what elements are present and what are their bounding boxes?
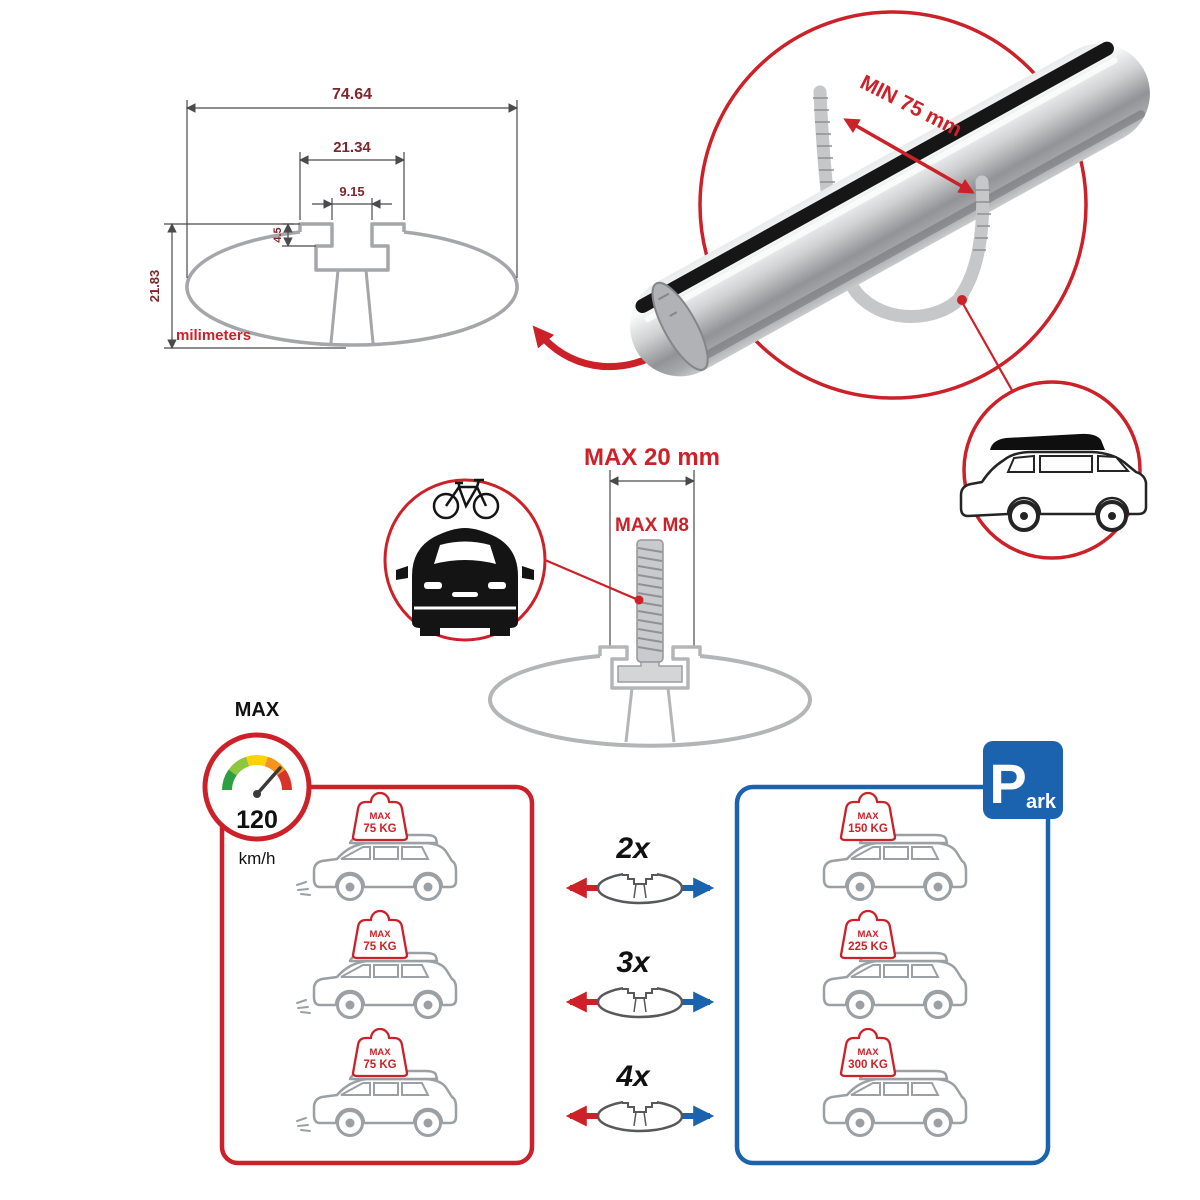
park-sign-suffix: ark [1026,791,1057,813]
dim-slot-inner-label: 9.15 [339,184,364,199]
car-bicycle-circle [383,478,644,642]
dimension-lines [164,100,518,349]
load-badge: MAX 75 KG [351,791,409,842]
max-bolt-length-label: MAX 20 mm [584,444,720,471]
crossbar-detail-circle: MIN 75 mm [630,10,1150,400]
u-bolt-clamp-front [953,175,990,304]
multiplier-label: 4x [615,1060,651,1093]
bar-end-cross-section [651,281,709,371]
bar-count-rows: 2x 3x 4x [570,832,710,1131]
u-bolt-threads-right [973,189,991,251]
load-badge: MAX 75 KG [351,1027,409,1078]
bar-count-arrows [570,1098,710,1131]
load-panel-right [734,784,1051,1166]
park-sign-letter: P [989,752,1026,815]
profile-screw-channel [329,269,375,344]
bolt-leader-line [544,558,637,601]
load-panel-left [219,784,535,1166]
roof-box-icon [990,433,1105,450]
speed-max-title: MAX [235,699,280,721]
units-label: milimeters [176,327,251,344]
badge-weight-label: 225 KG [848,941,888,953]
load-badge: MAX 300 KG [839,1027,897,1078]
profile-channel-small [624,687,676,743]
load-badge: MAX 225 KG [839,909,897,960]
min-width-arrow [843,118,975,194]
badge-weight-label: 300 KG [848,1059,888,1071]
badge-weight-label: 75 KG [363,1059,396,1071]
speedometer-circle [202,732,312,842]
bicycle-icon [432,478,500,520]
speed-limit-badge: MAX 120 km/h [202,699,312,868]
suv-outline-icon [822,1069,968,1137]
dim-lip-depth-label: 4.5 [272,227,284,242]
gauge-hub [253,790,261,798]
bolt-diagram: MAX 20 mm MAX M8 [488,444,812,748]
speedometer-gauge-icon [222,755,292,791]
min-clamp-width-label: MIN 75 mm [856,71,965,142]
badge-max-label: MAX [857,1047,879,1058]
suv-outline-icon [296,1069,458,1137]
dim-total-height-label: 21.83 [147,270,162,303]
gauge-needle [255,766,282,796]
suv-roofbox-icon [959,433,1148,532]
bar-count-arrows [570,870,710,903]
bolt-dimension-lines [609,470,695,648]
u-bolt-clamp-rear [813,85,969,323]
max-thread-label: MAX M8 [615,515,689,536]
bar-count-arrows [570,984,710,1017]
load-badge: MAX 75 KG [351,909,409,960]
profile-slot-small [598,645,702,690]
badge-weight-label: 75 KG [363,941,396,953]
suv-outline-icon [822,951,968,1019]
dim-slot-outer-label: 21.34 [333,139,371,156]
badge-max-label: MAX [857,929,879,940]
clamp-leader-dot [957,295,967,305]
profile-tslot-outline [298,222,406,272]
speed-value: 120 [236,806,278,834]
profile-ellipse-small [488,654,812,748]
load-badge: MAX 150 KG [839,791,897,842]
bolt-leader-dot [634,595,644,605]
multiplier-label: 2x [615,832,651,865]
suv-outline-icon [296,833,458,901]
multiplier-label: 3x [616,946,651,979]
speed-unit: km/h [239,849,276,868]
dim-total-width-label: 74.64 [332,86,372,103]
car-front-icon [396,528,534,636]
badge-weight-label: 75 KG [363,823,396,835]
badge-weight-label: 150 KG [848,823,888,835]
suv-outline-icon [822,833,968,901]
badge-max-label: MAX [369,811,391,822]
park-sign: P ark [983,741,1063,819]
red-circle-frame [698,10,1088,400]
badge-max-label: MAX [369,1047,391,1058]
badge-max-label: MAX [369,929,391,940]
left-panel-rows: MAX 75 KG MAX 75 KG MAX 75 KG [296,791,458,1137]
badge-max-label: MAX [857,811,879,822]
right-panel-rows: MAX 150 KG MAX 225 KG MAX 300 KG [822,791,968,1137]
crossbar-profile-drawing: 74.64 21.34 9.15 4.5 21.83 milimeters [147,86,519,349]
car-roofbox-circle [959,380,1148,560]
profile-ellipse-outline [185,230,519,347]
u-bolt-threads-left [813,97,835,183]
clamp-leader-line [961,301,1014,393]
suv-outline-icon [296,951,458,1019]
